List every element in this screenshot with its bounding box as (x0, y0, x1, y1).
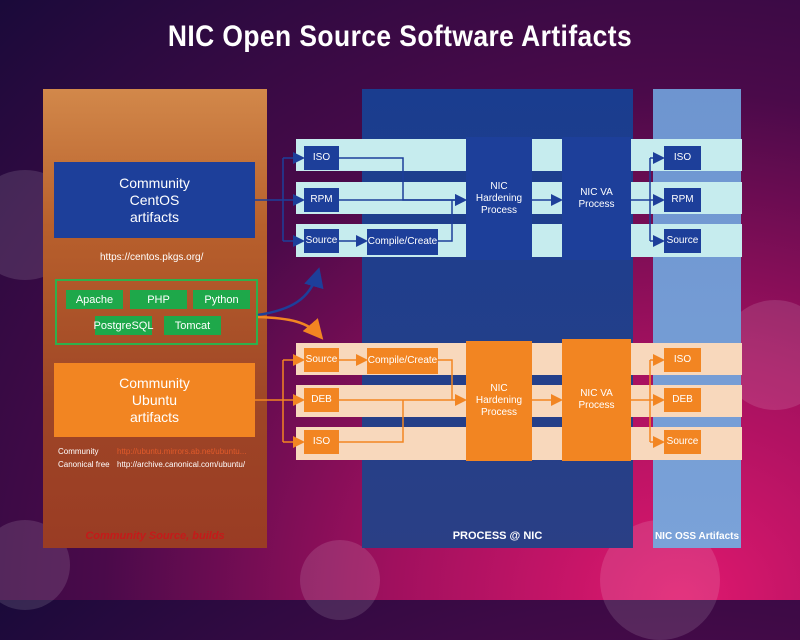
centos-output-source: Source (664, 229, 701, 253)
centos-hardening-line1: NIC Hardening (475, 180, 523, 204)
ubuntu-input-deb: DEB (304, 388, 339, 412)
ubuntu-output-iso: ISO (664, 348, 701, 372)
ubuntu-title-line2: Ubuntu (131, 391, 178, 408)
ubuntu-artifacts-box: Community Ubuntu artifacts (54, 363, 255, 437)
centos-artifacts-box: Community CentOS artifacts (54, 162, 255, 238)
centos-url[interactable]: https://centos.pkgs.org/ (100, 252, 204, 263)
centos-va-line1: NIC VA (580, 186, 613, 198)
centos-compile-box: Compile/Create (367, 229, 438, 255)
packages-group (55, 279, 258, 345)
centos-output-rpm: RPM (664, 188, 701, 212)
ubuntu-input-source: Source (304, 348, 339, 372)
ubuntu-title-line3: artifacts (129, 408, 179, 425)
centos-title-line1: Community (119, 174, 190, 191)
package-postgresql: PostgreSQL (94, 316, 153, 335)
ubuntu-input-iso: ISO (304, 430, 339, 454)
package-tomcat: Tomcat (164, 316, 221, 335)
ubuntu-hardening-line2: Process (480, 407, 518, 418)
ubuntu-va-line1: NIC VA (580, 388, 613, 399)
ubuntu-va-line2: Process (578, 400, 615, 411)
ubuntu-title-line1: Community (119, 374, 190, 391)
ubuntu-output-deb: DEB (664, 388, 701, 412)
centos-hardening-box: NIC Hardening Process (466, 137, 532, 260)
centos-va-box: NIC VA Process (562, 137, 631, 260)
ubuntu-canonical-label: Canonical free (58, 460, 110, 469)
ubuntu-hardening-line1: NIC Hardening (475, 383, 523, 406)
ubuntu-output-source: Source (664, 430, 701, 454)
ubuntu-community-url[interactable]: http://ubuntu.mirrors.ab.net/ubuntu... (117, 447, 247, 456)
package-apache: Apache (66, 290, 123, 309)
centos-input-rpm: RPM (304, 188, 339, 212)
process-panel-label: PROCESS @ NIC (452, 530, 543, 542)
ubuntu-community-label: Community (58, 447, 99, 456)
ubuntu-compile-box: Compile/Create (367, 348, 438, 374)
centos-va-line2: Process (578, 198, 615, 210)
centos-input-source: Source (304, 229, 339, 253)
ubuntu-va-box: NIC VA Process (562, 339, 631, 461)
flow-connectors (255, 152, 665, 448)
package-php: PHP (130, 290, 187, 309)
package-python: Python (193, 290, 250, 309)
centos-hardening-line2: Process (480, 204, 518, 216)
artifacts-panel-label: NIC OSS Artifacts (654, 531, 740, 542)
ubuntu-canonical-url[interactable]: http://archive.canonical.com/ubuntu/ (117, 460, 246, 469)
centos-title-line2: CentOS (129, 191, 180, 208)
community-panel-label: Community Source, builds (85, 530, 225, 542)
centos-input-iso: ISO (304, 146, 339, 170)
page-title: NIC Open Source Software Artifacts (167, 20, 633, 53)
centos-title-line3: artifacts (129, 208, 179, 225)
ubuntu-hardening-box: NIC Hardening Process (466, 341, 532, 461)
centos-output-iso: ISO (664, 146, 701, 170)
